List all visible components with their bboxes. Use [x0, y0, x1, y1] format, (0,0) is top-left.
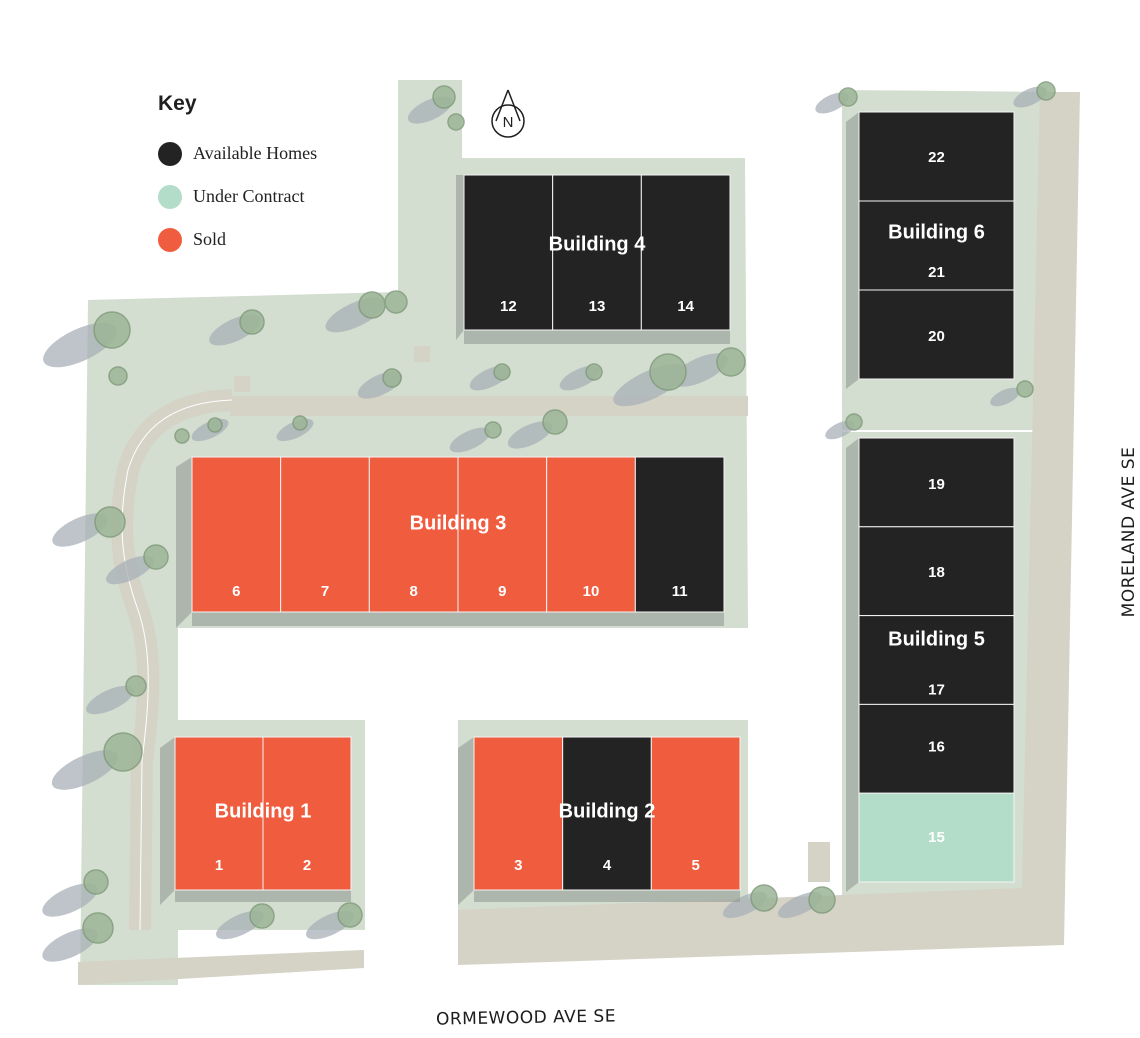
building-4: 12 13 14 Building 4	[463, 174, 731, 331]
unit-number-label: 16	[928, 738, 945, 755]
unit-number-label: 14	[677, 298, 694, 315]
unit-22[interactable]	[858, 111, 1015, 202]
unit-3[interactable]	[473, 736, 564, 891]
unit-9[interactable]	[457, 456, 548, 613]
unit-2[interactable]	[262, 736, 352, 891]
unit-number-label: 2	[303, 857, 311, 874]
key-item-sold: Sold	[158, 218, 317, 261]
building-name-label: Building 4	[549, 233, 647, 255]
building-5: 19 18 17 16 15 Building 5	[858, 437, 1015, 883]
building-name-label: Building 6	[888, 221, 985, 243]
unit-number-label: 1	[215, 857, 223, 874]
unit-number-label: 17	[928, 682, 945, 699]
unit-1[interactable]	[174, 736, 264, 891]
unit-number-label: 11	[672, 583, 688, 600]
north-compass-icon: N	[491, 89, 525, 138]
unit-number-label: 20	[928, 328, 945, 345]
building-shadows	[160, 112, 859, 905]
building-1: 1 2 Building 1	[174, 736, 352, 891]
trees	[42, 81, 1056, 962]
unit-number-label: 6	[232, 583, 240, 600]
unit-number-label: 9	[498, 583, 506, 600]
unit-number-label: 12	[500, 298, 517, 315]
key-item-contract: Under Contract	[158, 175, 317, 218]
unit-number-label: 15	[928, 829, 945, 846]
unit-number-label: 8	[409, 583, 417, 600]
building-name-label: Building 3	[410, 512, 507, 534]
map-key: Key Available Homes Under Contract Sold	[158, 92, 317, 261]
unit-14[interactable]	[640, 174, 731, 331]
available-swatch	[158, 141, 182, 166]
unit-number-label: 18	[928, 564, 945, 581]
unit-number-label: 4	[603, 857, 612, 874]
unit-17[interactable]	[858, 615, 1015, 705]
unit-number-label: 5	[691, 857, 699, 874]
unit-21[interactable]	[858, 200, 1015, 291]
building-3: 6 7 8 9 10 11 Building 3	[191, 456, 725, 613]
unit-number-label: 10	[583, 583, 600, 600]
unit-18[interactable]	[858, 526, 1015, 617]
building-name-label: Building 5	[888, 628, 985, 650]
unit-7[interactable]	[280, 456, 370, 613]
unit-number-label: 19	[928, 476, 945, 493]
unit-13[interactable]	[552, 174, 642, 331]
unit-19[interactable]	[858, 437, 1015, 528]
unit-4[interactable]	[562, 736, 652, 891]
unit-12[interactable]	[463, 174, 554, 331]
key-title: Key	[158, 92, 197, 115]
unit-number-label: 3	[514, 857, 522, 874]
compass-label: N	[503, 114, 514, 131]
building-name-label: Building 1	[215, 800, 312, 822]
unit-8[interactable]	[368, 456, 459, 613]
building-6: 22 21 20 Building 6	[858, 111, 1015, 380]
key-item-available: Available Homes	[158, 132, 317, 175]
key-label: Available Homes	[193, 143, 318, 163]
unit-10[interactable]	[546, 456, 636, 613]
unit-number-label: 21	[928, 264, 945, 281]
contract-swatch	[158, 184, 182, 209]
sold-swatch	[158, 227, 182, 252]
unit-20[interactable]	[858, 289, 1015, 380]
unit-number-label: 13	[589, 298, 606, 315]
building-2: 3 4 5 Building 2	[473, 736, 741, 891]
unit-number-label: 22	[928, 149, 945, 166]
unit-5[interactable]	[650, 736, 741, 891]
unit-11[interactable]	[634, 456, 725, 613]
unit-6[interactable]	[191, 456, 282, 613]
unit-15[interactable]	[858, 792, 1015, 883]
building-name-label: Building 2	[559, 800, 656, 822]
street-label-moreland: MORELAND AVE SE	[1119, 446, 1139, 618]
key-label: Sold	[193, 229, 227, 249]
unit-16[interactable]	[858, 703, 1015, 794]
key-label: Under Contract	[193, 186, 305, 206]
unit-number-label: 7	[321, 583, 329, 600]
